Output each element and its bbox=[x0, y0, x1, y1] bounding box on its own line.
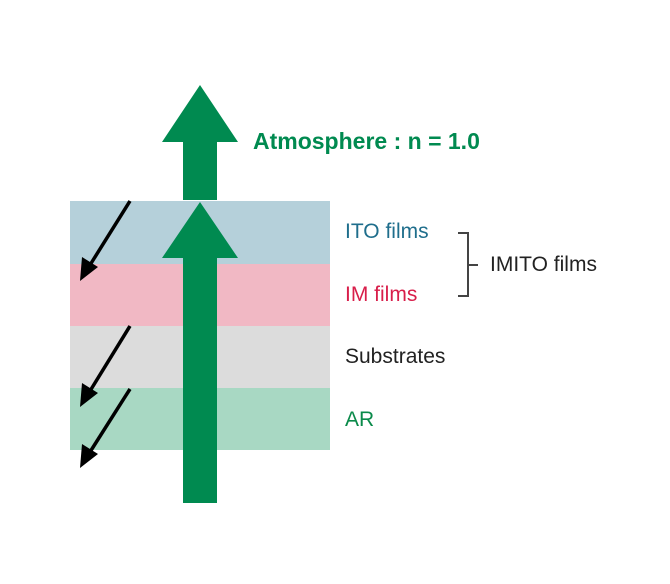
reflection-arrows bbox=[80, 200, 132, 468]
transmitted-arrow-top bbox=[162, 85, 238, 200]
label-imito: IMITO films bbox=[490, 253, 597, 276]
transmitted-arrow-main bbox=[162, 202, 238, 503]
atmosphere-title: Atmosphere : n = 1.0 bbox=[253, 128, 480, 154]
label-im: IM films bbox=[345, 283, 418, 306]
label-substrates: Substrates bbox=[345, 345, 446, 368]
label-ar: AR bbox=[345, 408, 375, 431]
label-ito: ITO films bbox=[345, 220, 429, 243]
bracket-icon bbox=[458, 232, 478, 297]
